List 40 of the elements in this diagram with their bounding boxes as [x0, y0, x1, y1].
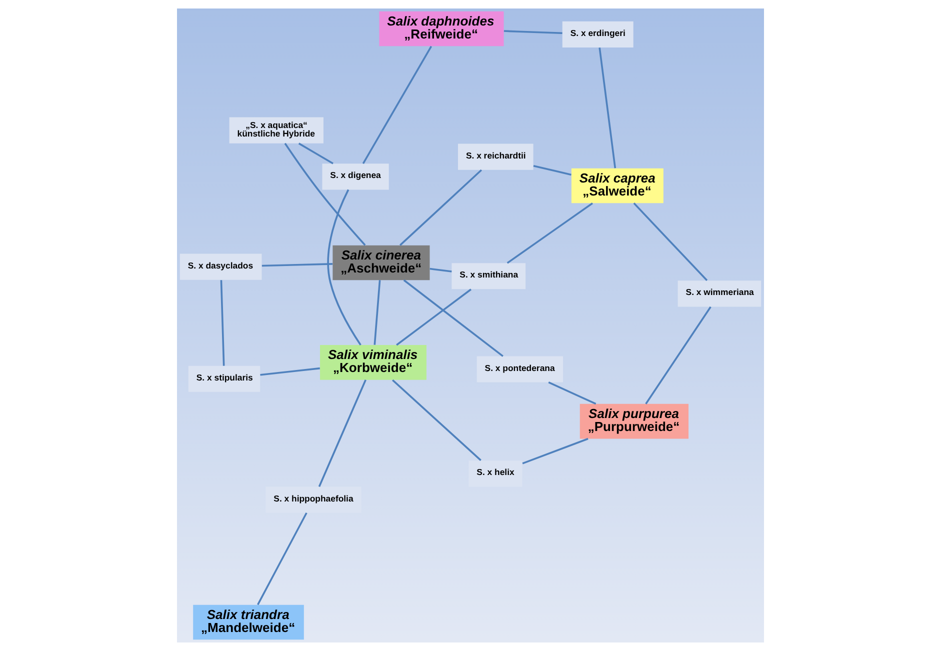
connector: [392, 379, 482, 461]
node-box: S. x smithiana: [452, 263, 526, 290]
node-box: Salix purpurea „Purpurweide“: [580, 404, 689, 439]
node-box: Salix cinerea „Aschweide“: [332, 245, 430, 280]
connector: [284, 142, 366, 246]
node-box: Salix daphnoides „Reifweide“: [379, 11, 504, 46]
node-box: S. x wimmeriana: [678, 280, 762, 307]
connector: [548, 381, 596, 405]
node-box: S. x helix: [468, 460, 522, 487]
connector: [598, 47, 616, 168]
node-box: S. x reichardtii: [458, 144, 534, 170]
connector: [396, 288, 472, 346]
connector: [260, 367, 320, 376]
connector: [220, 280, 225, 366]
connector: [262, 263, 333, 267]
connector: [298, 142, 334, 164]
node-box: S. x dasyclados: [180, 254, 262, 280]
node-box: S. x pontederana: [476, 356, 563, 382]
node-box: Salix caprea „Salweide“: [571, 168, 664, 204]
connector: [400, 169, 482, 246]
connector: [374, 280, 381, 345]
node-box: „S. x aquatica“ künstliche Hybride: [229, 117, 324, 144]
connector: [327, 189, 362, 346]
connector: [504, 30, 562, 34]
node-box: S. x stipularis: [188, 366, 260, 392]
node-box: Salix triandra „Mandelweide“: [193, 604, 304, 640]
node-box: S. x hippophaefolia: [266, 486, 362, 513]
connector: [430, 268, 452, 272]
node-box: Salix viminalis „Korbweide“: [320, 345, 426, 380]
connector: [257, 512, 308, 606]
connector: [533, 164, 572, 176]
connector: [318, 379, 366, 487]
connector: [522, 438, 588, 464]
connector: [645, 306, 712, 404]
connector: [362, 46, 432, 164]
node-box: S. x digenea: [322, 164, 389, 190]
connector: [633, 202, 708, 282]
connector: [403, 279, 504, 357]
connector: [506, 202, 593, 264]
node-box: S. x erdingeri: [562, 21, 634, 48]
